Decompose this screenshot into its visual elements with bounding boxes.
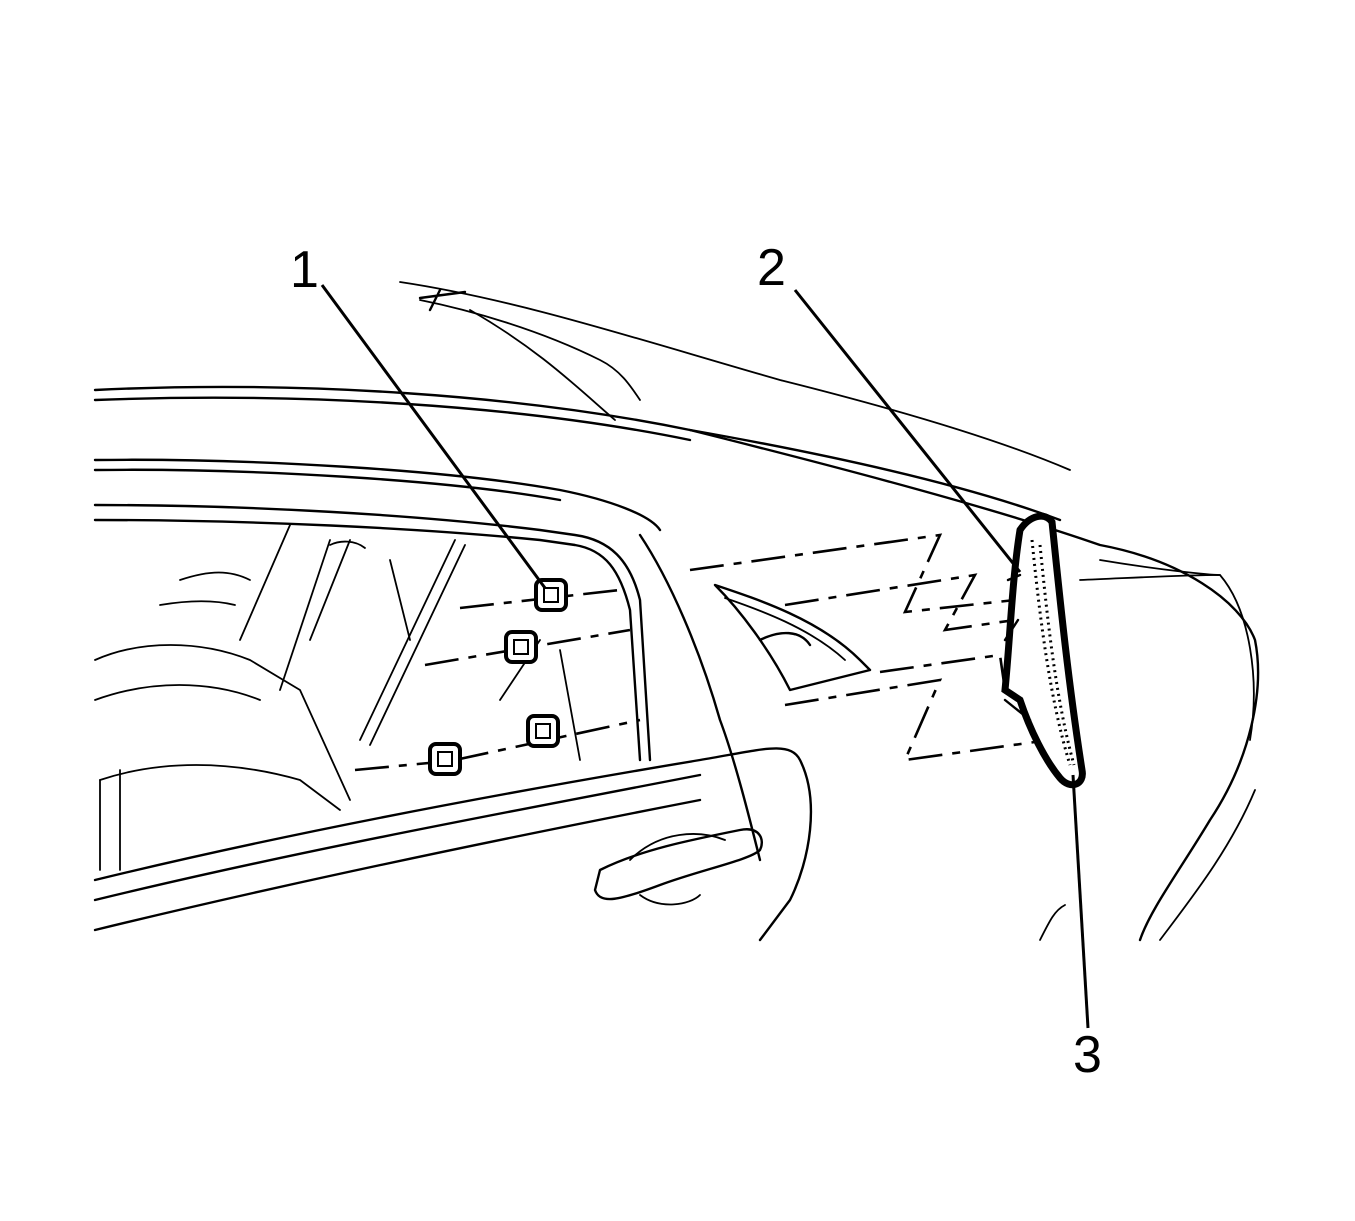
- clip-upper: [534, 578, 568, 612]
- clip-lower-left: [428, 742, 462, 776]
- trim-panel: [1001, 512, 1086, 789]
- retainer-clips: [428, 578, 568, 776]
- leader-lines: [320, 284, 1090, 1029]
- clip-lower-right: [526, 714, 560, 748]
- callout-labels: 1 2 3: [290, 239, 1102, 1084]
- vehicle-body: [93, 281, 1260, 942]
- callout-2: 2: [757, 239, 786, 297]
- clip-middle: [504, 630, 538, 664]
- callout-1: 1: [290, 241, 319, 299]
- assembly-guide-lines: [354, 533, 1036, 772]
- callout-3: 3: [1073, 1026, 1102, 1084]
